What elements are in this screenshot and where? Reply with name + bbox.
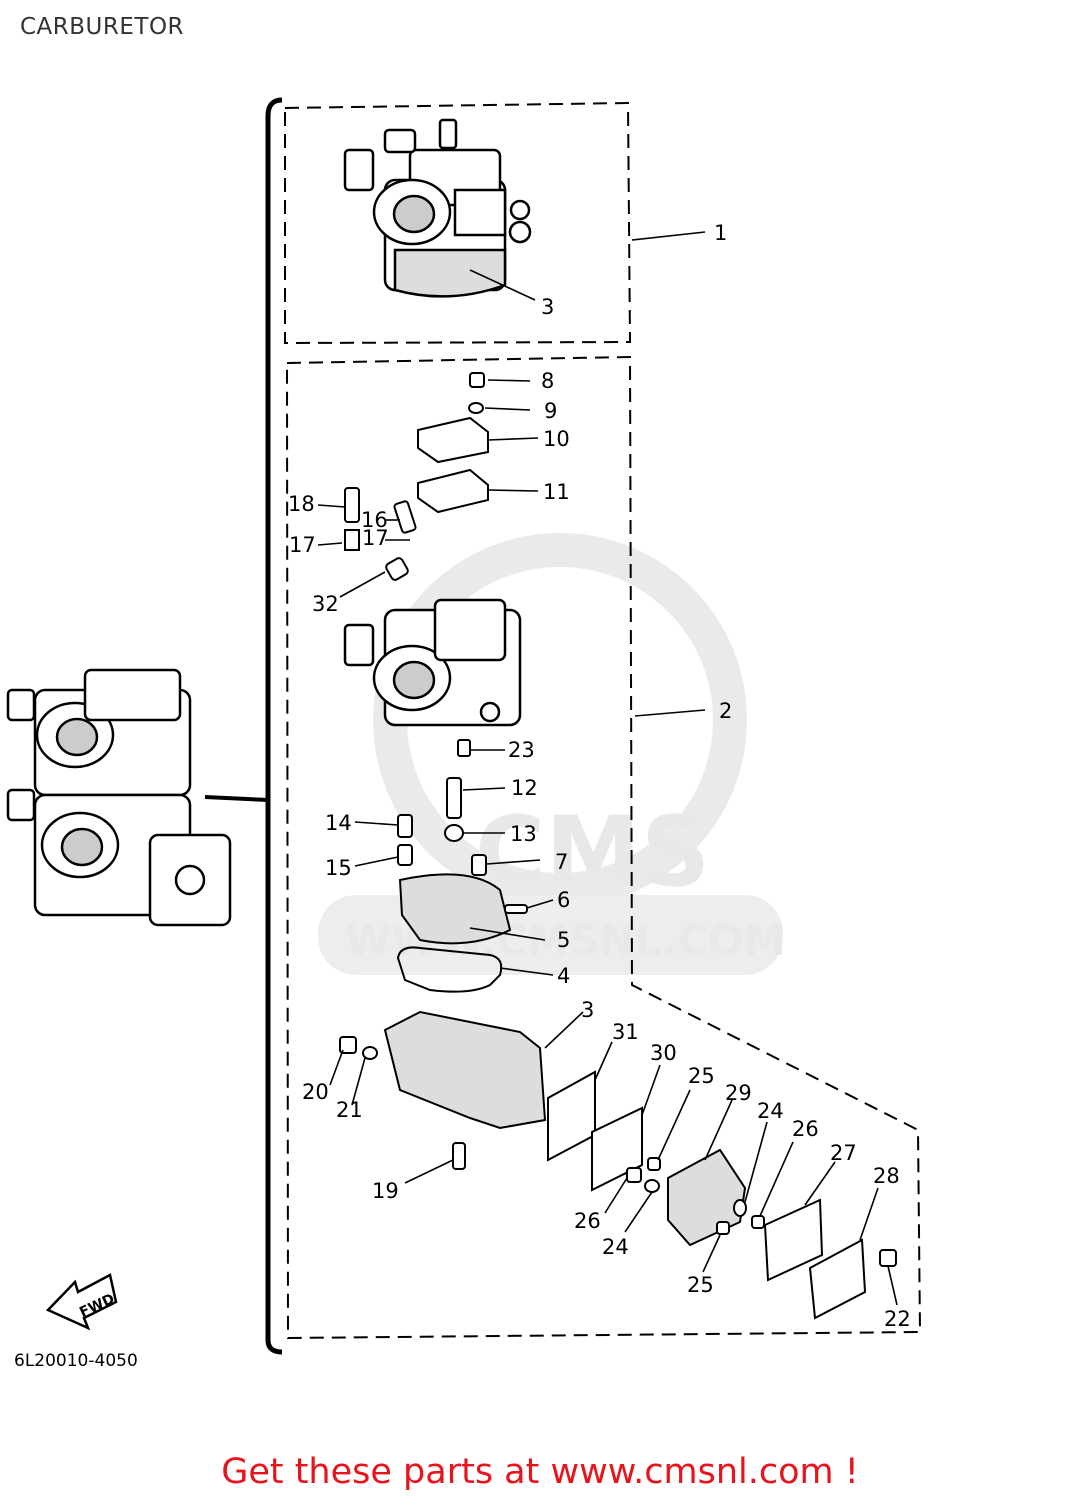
callout-7: 7 [555, 850, 568, 874]
callout-17: 17 [362, 526, 389, 550]
callout-21: 21 [336, 1098, 363, 1122]
carburetor-stack-left [6, 668, 232, 927]
leader-lines [317, 231, 898, 1306]
carburetor-assembly-top [343, 118, 532, 298]
callout-25: 25 [688, 1064, 715, 1088]
callout-labels: 1 3 8 9 10 11 18 16 17 17 32 2 23 12 14 … [288, 221, 911, 1331]
watermark-brand: CMS [475, 796, 710, 908]
callout-2: 2 [719, 699, 732, 723]
small-parts [339, 372, 897, 1320]
callout-25: 25 [687, 1273, 714, 1297]
callout-22: 22 [884, 1307, 911, 1331]
callout-17: 17 [289, 533, 316, 557]
callout-28: 28 [873, 1164, 900, 1188]
callout-8: 8 [541, 369, 554, 393]
callout-18: 18 [288, 492, 315, 516]
callout-5: 5 [557, 928, 570, 952]
callout-27: 27 [830, 1141, 857, 1165]
callout-30: 30 [650, 1041, 677, 1065]
callout-32: 32 [312, 592, 339, 616]
callout-6: 6 [557, 888, 570, 912]
callout-14: 14 [325, 811, 352, 835]
callout-26: 26 [574, 1209, 601, 1233]
callout-11: 11 [543, 480, 570, 504]
callout-24: 24 [757, 1099, 784, 1123]
fwd-arrow-icon: FWD [45, 1273, 118, 1331]
callout-23: 23 [508, 738, 535, 762]
callout-20: 20 [302, 1080, 329, 1104]
cta-link[interactable]: Get these parts at www.cmsnl.com ! [221, 1452, 859, 1492]
assembly-box-1 [284, 101, 632, 345]
callout-12: 12 [511, 776, 538, 800]
callout-26: 26 [792, 1117, 819, 1141]
page-title: CARBURETOR [20, 14, 185, 40]
callout-15: 15 [325, 856, 352, 880]
carburetor-body-exploded [343, 598, 522, 727]
callout-9: 9 [544, 399, 557, 423]
assembly-box-2 [285, 355, 922, 1340]
callout-31: 31 [612, 1020, 639, 1044]
callout-1: 1 [714, 221, 727, 245]
callout-3: 3 [581, 998, 594, 1022]
callout-10: 10 [543, 427, 570, 451]
part-code: 6L20010-4050 [14, 1351, 138, 1371]
callout-13: 13 [510, 822, 537, 846]
callout-24: 24 [602, 1235, 629, 1259]
callout-4: 4 [557, 964, 570, 988]
callout-3: 3 [541, 295, 554, 319]
callout-19: 19 [372, 1179, 399, 1203]
assembly-bracket [265, 97, 283, 1355]
callout-16: 16 [361, 508, 388, 532]
callout-29: 29 [725, 1081, 752, 1105]
